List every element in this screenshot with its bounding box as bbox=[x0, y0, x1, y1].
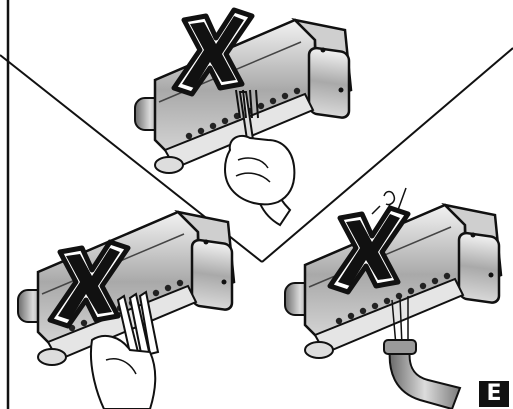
language-marker: E bbox=[479, 381, 509, 407]
panel-water bbox=[285, 188, 501, 409]
panel-fingers bbox=[18, 212, 234, 409]
hand-icon bbox=[225, 136, 294, 204]
water-hose-icon bbox=[384, 340, 460, 409]
pasta-cutter-attachment bbox=[18, 212, 234, 365]
panel-fork bbox=[135, 10, 351, 225]
